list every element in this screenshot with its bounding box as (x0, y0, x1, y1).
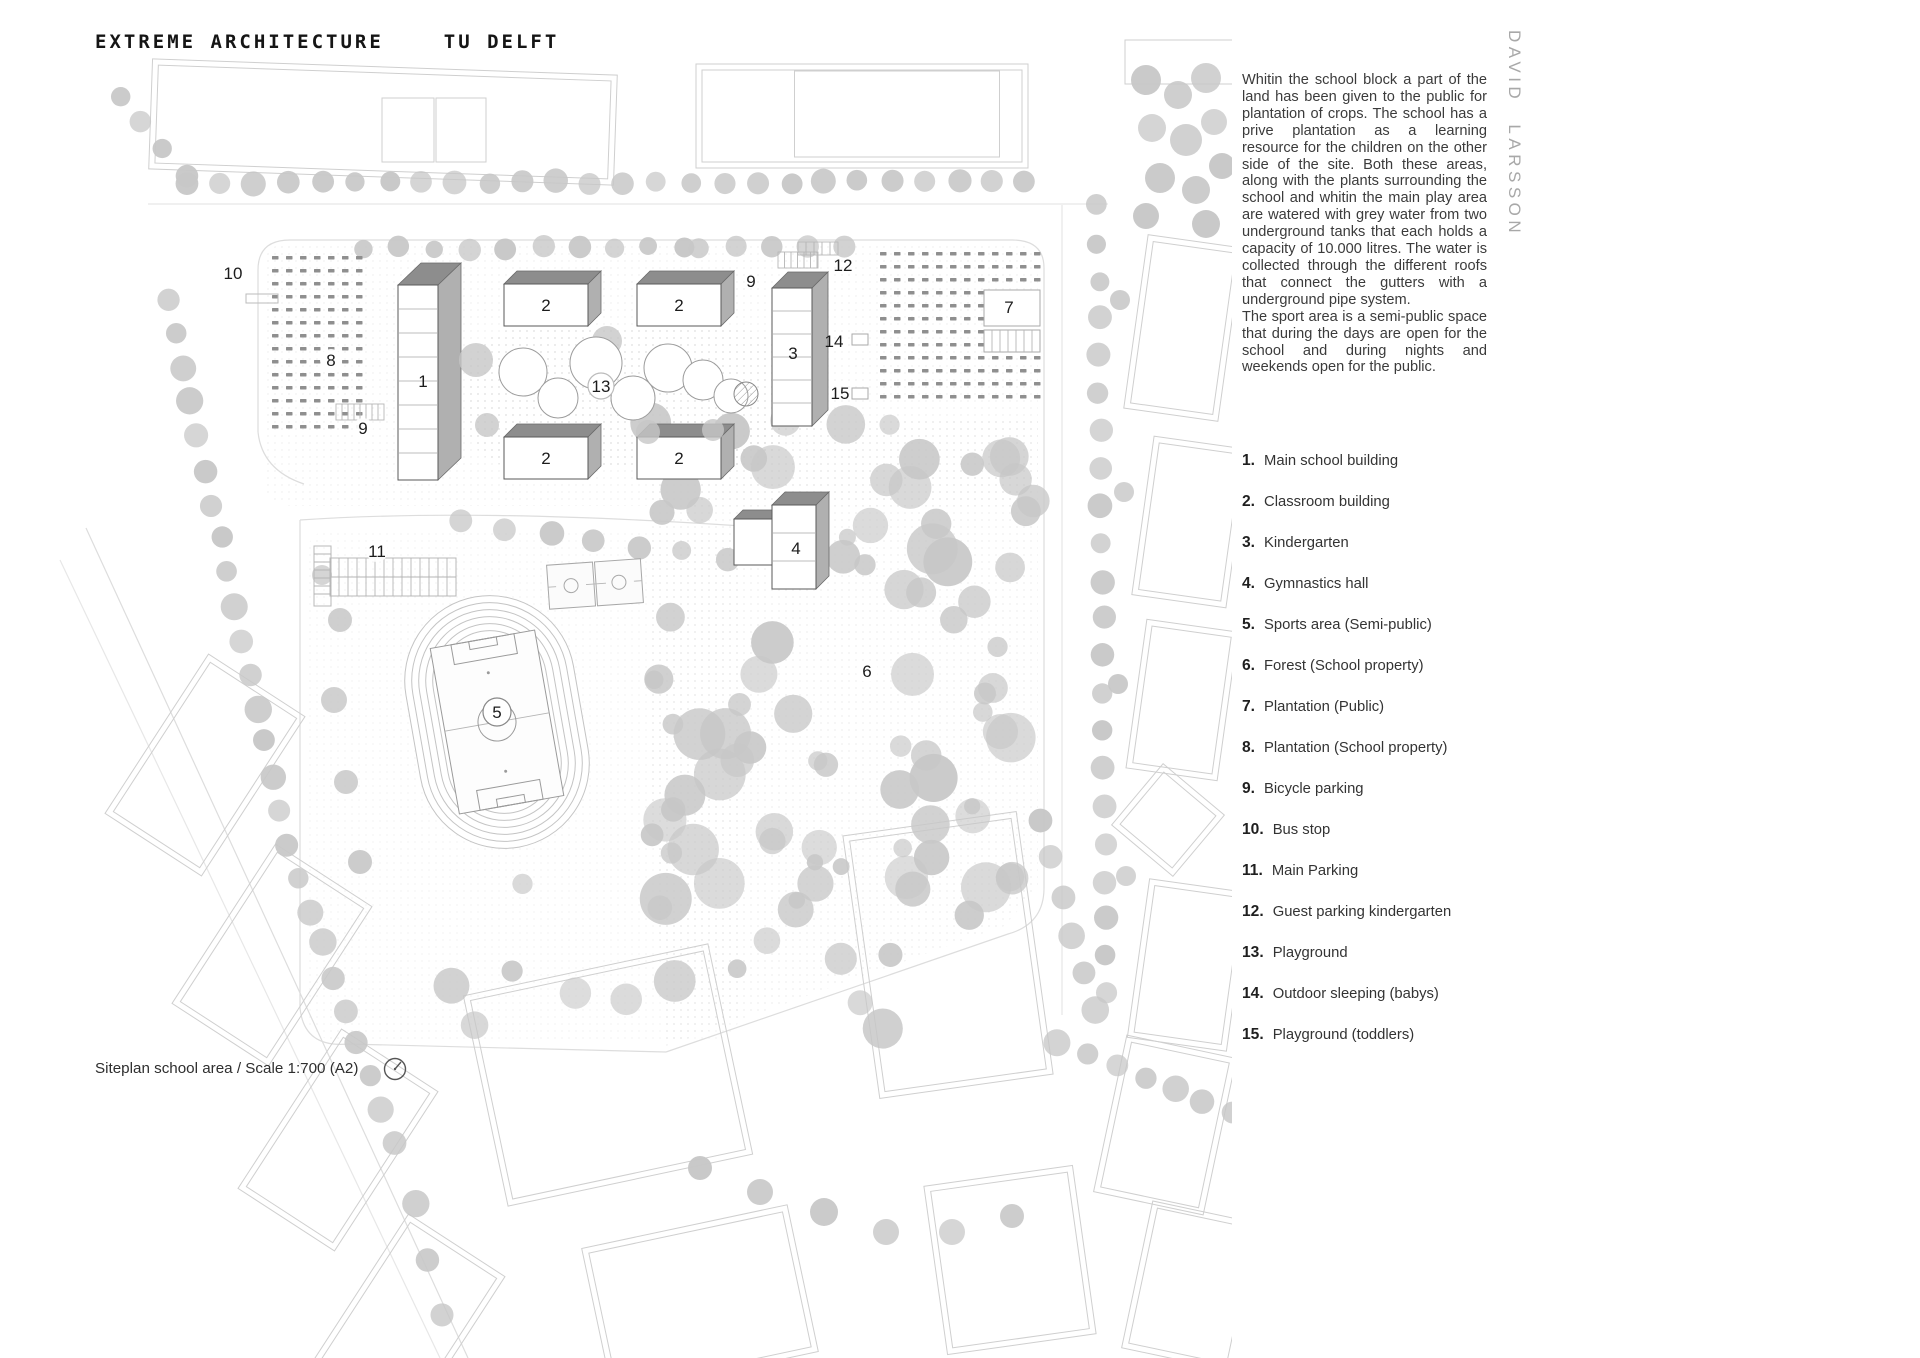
plan-label: 5 (492, 703, 501, 722)
bus-stop-platform (245, 293, 279, 304)
legend-item: 3. Kindergarten (1242, 534, 1487, 552)
legend-label: Bicycle parking (1264, 781, 1364, 797)
plan-label: 2 (541, 449, 550, 468)
legend-item: 15. Playground (toddlers) (1242, 1026, 1487, 1044)
main-parking (313, 545, 457, 607)
city-blocks (104, 39, 1232, 1358)
project-description: Whitin the school block a part of the la… (1242, 72, 1487, 376)
legend-item: 14. Outdoor sleeping (babys) (1242, 985, 1487, 1003)
legend-label: Guest parking kindergarten (1272, 904, 1452, 920)
plan-label: 13 (592, 377, 611, 396)
legend-item: 5. Sports area (Semi-public) (1242, 616, 1487, 634)
plantation-public-shed (983, 289, 1041, 353)
building-3-kindergarten (771, 271, 829, 427)
outdoor-sleeping-area (851, 333, 869, 346)
plan-label: 2 (674, 449, 683, 468)
legend-number: 9. (1242, 780, 1256, 797)
playground-canopies (459, 326, 759, 444)
legend-item: 12. Guest parking kindergarten (1242, 903, 1487, 921)
university-name: TU DELFT (443, 31, 560, 53)
legend-number: 15. (1242, 1026, 1264, 1043)
legend-label: Plantation (School property) (1264, 740, 1448, 756)
building-2-classroom-c (503, 423, 602, 480)
plan-label: 2 (541, 296, 550, 315)
description-paragraph-1: Whitin the school block a part of the la… (1242, 72, 1487, 308)
plan-label: 6 (862, 662, 871, 681)
legend-number: 11. (1242, 862, 1263, 879)
forest-trees (433, 402, 1050, 1049)
topleft-building-footprint (381, 97, 487, 163)
roads-and-boundaries (59, 203, 1108, 1358)
legend-label: Playground (toddlers) (1272, 1027, 1415, 1043)
legend-label: Playground (1272, 945, 1348, 961)
legend-label: Classroom building (1264, 494, 1390, 510)
plan-label: 7 (1004, 298, 1013, 317)
legend-label: Bus stop (1272, 822, 1331, 838)
legend-item: 8. Plantation (School property) (1242, 739, 1487, 757)
plan-label: 8 (326, 351, 335, 370)
legend-item: 13. Playground (1242, 944, 1487, 962)
legend-number: 6. (1242, 657, 1256, 674)
legend-label: Outdoor sleeping (babys) (1272, 986, 1439, 1002)
legend-list: 1. Main school building 2. Classroom buildi… (1242, 452, 1487, 1067)
plan-label: 1 (418, 372, 427, 391)
legend-number: 5. (1242, 616, 1256, 633)
plan-label: 10 (224, 264, 243, 283)
building-2-classroom-a (503, 270, 602, 327)
toddler-playground-area (851, 387, 869, 400)
legend-label: Forest (School property) (1264, 658, 1424, 674)
legend-number: 7. (1242, 698, 1256, 715)
plan-label: 9 (358, 419, 367, 438)
street-trees (110, 63, 1232, 1327)
caption-bar: Siteplan school area / Scale 1:700 (A2) (95, 1053, 410, 1083)
legend-label: Plantation (Public) (1264, 699, 1385, 715)
legend-number: 3. (1242, 534, 1256, 551)
author-name: DAVID LARSSON (1505, 30, 1524, 238)
plan-label: 3 (788, 344, 797, 363)
bicycle-and-guest-parking (335, 241, 839, 421)
plan-label: 9 (746, 272, 755, 291)
studio-name: EXTREME ARCHITECTURE (95, 31, 384, 53)
plan-caption: Siteplan school area / Scale 1:700 (A2) (95, 1059, 359, 1077)
plan-label: 12 (834, 256, 853, 275)
legend-number: 2. (1242, 493, 1256, 510)
legend-item: 9. Bicycle parking (1242, 780, 1487, 798)
legend-item: 2. Classroom building (1242, 493, 1487, 511)
building-4-gymnastics-hall (771, 491, 830, 590)
legend-number: 4. (1242, 575, 1256, 592)
legend-number: 12. (1242, 903, 1264, 920)
legend-label: Kindergarten (1264, 535, 1349, 551)
legend-item: 1. Main school building (1242, 452, 1487, 470)
description-paragraph-2: The sport area is a semi-public space th… (1242, 308, 1487, 376)
legend-item: 10. Bus stop (1242, 821, 1487, 839)
plan-label: 4 (791, 539, 800, 558)
legend-item: 6. Forest (School property) (1242, 657, 1487, 675)
legend-item: 7. Plantation (Public) (1242, 698, 1487, 716)
plan-label: 14 (825, 332, 844, 351)
legend-number: 1. (1242, 452, 1256, 469)
legend-item: 11. Main Parking (1242, 862, 1487, 880)
legend-label: Sports area (Semi-public) (1264, 617, 1432, 633)
legend-label: Main school building (1264, 453, 1399, 469)
plan-label: 15 (831, 384, 850, 403)
legend-number: 8. (1242, 739, 1256, 756)
building-2-classroom-b (636, 270, 735, 327)
info-panel: Whitin the school block a part of the la… (1242, 66, 1487, 1126)
title-block: EXTREME ARCHITECTURE TU DELFT (95, 31, 559, 53)
legend-item: 4. Gymnastics hall (1242, 575, 1487, 593)
plan-label: 11 (368, 542, 386, 561)
building-1-main-school (397, 262, 462, 481)
plan-label: 2 (674, 296, 683, 315)
north-arrow-icon (384, 1057, 407, 1081)
basketball-courts (546, 558, 644, 610)
legend-label: Main Parking (1271, 863, 1359, 879)
legend-label: Gymnastics hall (1264, 576, 1369, 592)
legend-number: 10. (1242, 821, 1264, 838)
legend-number: 14. (1242, 985, 1264, 1002)
legend-number: 13. (1242, 944, 1264, 961)
